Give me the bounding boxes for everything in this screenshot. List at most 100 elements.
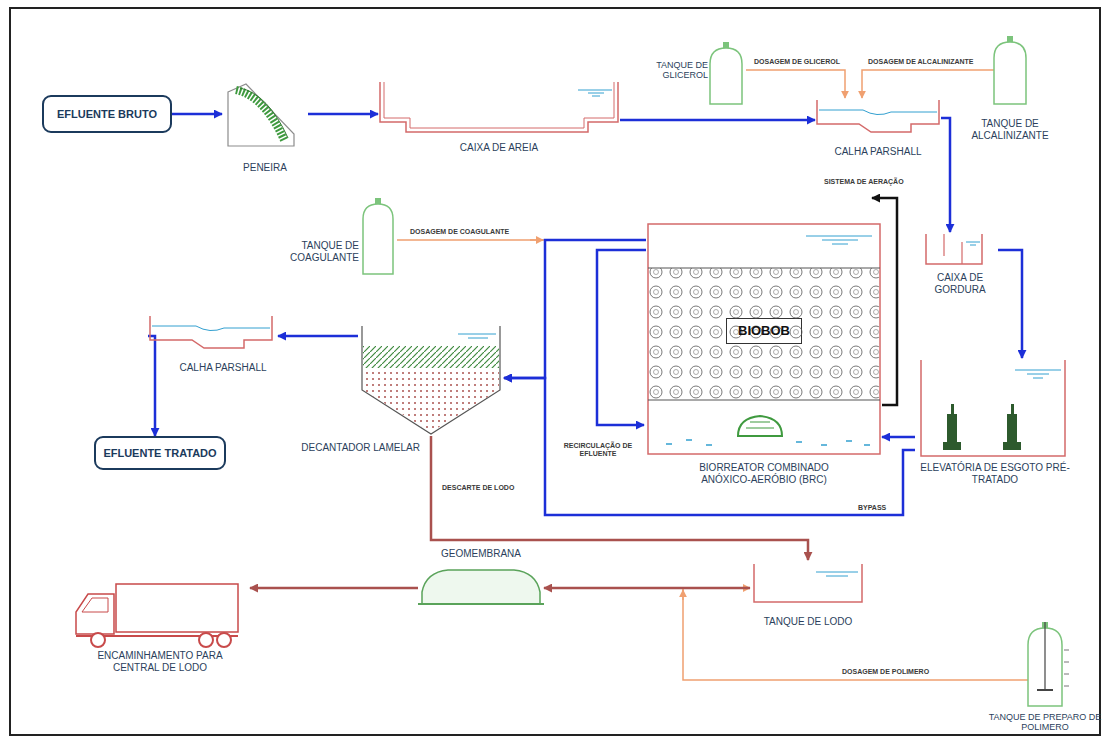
- dosing-line: [746, 70, 845, 98]
- drawing-part: [1011, 404, 1014, 414]
- drawing-part: [362, 326, 500, 434]
- drawing-part: [648, 224, 880, 454]
- lamella-settler-drawing: [358, 322, 504, 436]
- drawing-part: [921, 360, 1065, 456]
- node-label: EFLUENTE TRATADO: [103, 447, 216, 460]
- node-label: TANQUE DE COAGULANTE: [275, 240, 359, 263]
- flow-line: [504, 240, 646, 378]
- coagulant-tank: TANQUE DE COAGULANTE: [275, 200, 397, 278]
- drawing-part: [746, 422, 774, 428]
- drawing-part: [363, 204, 393, 274]
- drawing-part: [228, 84, 294, 146]
- drawing-part: [82, 598, 108, 612]
- node-label: TANQUE DE LODO: [750, 616, 866, 628]
- parshall-flume-drawing: [148, 314, 278, 384]
- drawing-part: [91, 633, 105, 647]
- node-label: GEOMEMBRANA: [418, 548, 544, 560]
- drawing-part: [817, 100, 939, 132]
- drawing-part: [968, 69, 994, 71]
- drawing-part: [819, 110, 937, 115]
- drawing-part: [418, 603, 544, 605]
- sludge-line: [544, 587, 750, 590]
- inlet-box: EFLUENTE BRUTO: [42, 95, 172, 133]
- drawing-part: [1015, 370, 1061, 378]
- drawing-part: [944, 234, 962, 264]
- drawing-part: [578, 90, 612, 96]
- drawing-part: [649, 268, 879, 400]
- node-label: CAIXA DE GORDURA: [918, 272, 1002, 295]
- frame: [10, 8, 1100, 735]
- drawing-part: [1007, 36, 1013, 42]
- drawing-part: [422, 570, 540, 604]
- edge-label: DOSAGEM DE POLIMERO: [840, 668, 931, 676]
- node-label: PENEIRA: [222, 162, 308, 174]
- drawing-part: [994, 42, 1026, 104]
- drawing-part: [806, 236, 872, 244]
- node-label: TANQUE DE GLICEROL: [650, 60, 708, 81]
- drawing-part: [648, 399, 880, 400]
- drawing-part: [990, 679, 1028, 681]
- drawing-part: [152, 326, 270, 331]
- node-label: TANQUE DE PREPARO DE POLIMERO: [986, 712, 1104, 733]
- drawing-part: [380, 82, 618, 132]
- outlet-box: EFLUENTE TRATADO: [94, 436, 225, 470]
- edge-label: DESCARTE DE LODO: [440, 484, 516, 492]
- node-label: CALHA PARSHALL: [815, 146, 941, 158]
- coagulant-tank-drawing: [275, 200, 397, 278]
- dosing-line: [862, 70, 968, 98]
- drawing-part: [947, 414, 957, 444]
- drawing-part: [710, 48, 742, 104]
- pump-station: ELEVATÓRIA DE ESGOTO PRÉ-TRATADO: [915, 358, 1075, 498]
- drawing-part: [217, 633, 231, 647]
- drawing-part: [1064, 650, 1069, 686]
- node-label: BIOBOB: [738, 324, 790, 339]
- screen: PENEIRA: [222, 82, 308, 178]
- drawing-part: [1037, 689, 1053, 691]
- flow-line: [941, 118, 950, 232]
- drawing-part: [738, 416, 782, 436]
- lamella-settler: DECANTADOR LAMELAR: [358, 322, 504, 436]
- geomembrane: GEOMEMBRANA: [418, 548, 544, 610]
- grease-trap: CAIXA DE GORDURA: [922, 232, 998, 302]
- node-label: TANQUE DE ALCALINIZANTE: [960, 118, 1060, 141]
- flow-line: [620, 119, 815, 122]
- drawing-part: [723, 42, 729, 48]
- alkalizer-tank-drawing: [968, 36, 1052, 160]
- grit-chamber: CAIXA DE AREIA: [378, 78, 620, 158]
- alkalizer-tank: TANQUE DE ALCALINIZANTE: [968, 36, 1052, 160]
- drawing-part: [384, 82, 614, 128]
- drawing-part: [1003, 442, 1021, 450]
- drawing-part: [1007, 414, 1017, 444]
- edge-label: DOSAGEM DE GLICEROL: [752, 58, 842, 66]
- node-label: CAIXA DE AREIA: [378, 142, 620, 154]
- drawing-part: [648, 267, 880, 268]
- node-label: ENCAMINHAMENTO PARA CENTRAL DE LODO: [80, 650, 240, 673]
- parshall-flume-drawing: [815, 98, 941, 168]
- node-label: DECANTADOR LAMELAR: [296, 442, 420, 454]
- drawing-part: [150, 316, 272, 348]
- sludge-truck: ENCAMINHAMENTO PARA CENTRAL DE LODO: [70, 580, 250, 686]
- drawing-part: [966, 242, 980, 245]
- flow-line: [148, 336, 155, 436]
- drawing-part: [363, 346, 499, 368]
- flow-line: [998, 250, 1022, 358]
- node-label: EFLUENTE BRUTO: [57, 108, 157, 121]
- drawing-part: [951, 404, 954, 414]
- drawing-part: [375, 198, 381, 204]
- polymer-tank: TANQUE DE PREPARO DE POLIMERO: [990, 620, 1102, 736]
- node-label: CALHA PARSHALL: [168, 362, 278, 374]
- drawing-part: [199, 633, 213, 647]
- drawing-part: [816, 572, 858, 576]
- drawing-part: [363, 372, 499, 432]
- sludge-line: [250, 587, 418, 590]
- node-label: BIORREATOR COMBINADO ANÓXICO-AERÓBIO (BR…: [674, 462, 854, 485]
- parshall-flume: CALHA PARSHALL: [148, 314, 278, 384]
- edge-label: DOSAGEM DE ALCALINIZANTE: [866, 58, 976, 66]
- drawing-part: [116, 584, 238, 632]
- bioreactor-drawing: [646, 222, 882, 492]
- drawing-part: [666, 440, 870, 445]
- edge-label: DOSAGEM DE COAGULANTE: [408, 228, 511, 236]
- flow-line: [882, 436, 915, 439]
- parshall-flume: CALHA PARSHALL: [815, 98, 941, 168]
